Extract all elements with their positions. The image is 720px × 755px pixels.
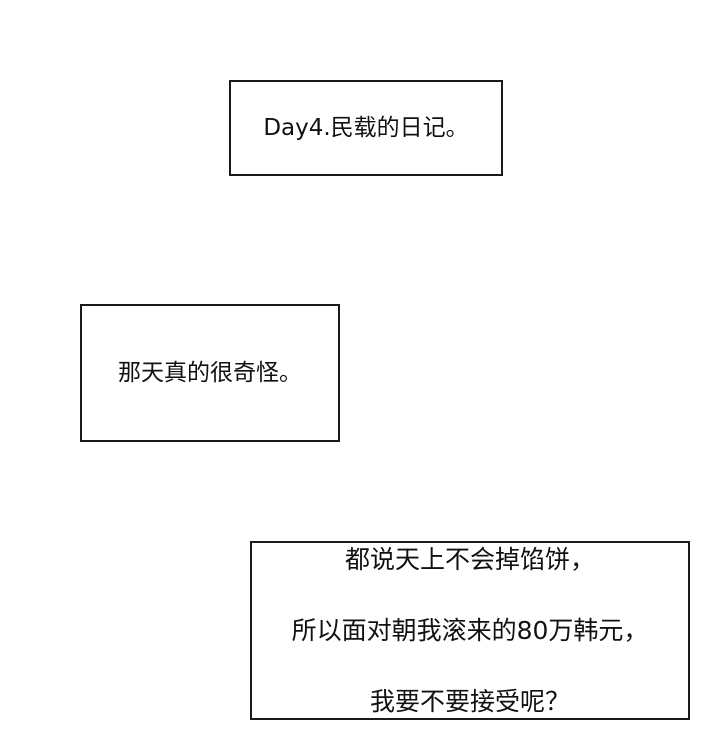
narration-box-strange-day: 那天真的很奇怪。 xyxy=(80,304,340,442)
narration-box-diary-title: Day4.民载的日记。 xyxy=(229,80,503,176)
narration-box-money-question: 都说天上不会掉馅饼， 所以面对朝我滚来的80万韩元， 我要不要接受呢？ xyxy=(250,541,690,720)
narration-text: 都说天上不会掉馅饼， 所以面对朝我滚来的80万韩元， 我要不要接受呢？ xyxy=(292,506,649,755)
narration-line: 所以面对朝我滚来的80万韩元， xyxy=(291,615,649,645)
narration-text: 那天真的很奇怪。 xyxy=(118,359,302,386)
narration-line: 都说天上不会掉馅饼， xyxy=(344,544,595,574)
narration-text: Day4.民载的日记。 xyxy=(263,114,469,141)
narration-line: 我要不要接受呢？ xyxy=(369,686,570,716)
